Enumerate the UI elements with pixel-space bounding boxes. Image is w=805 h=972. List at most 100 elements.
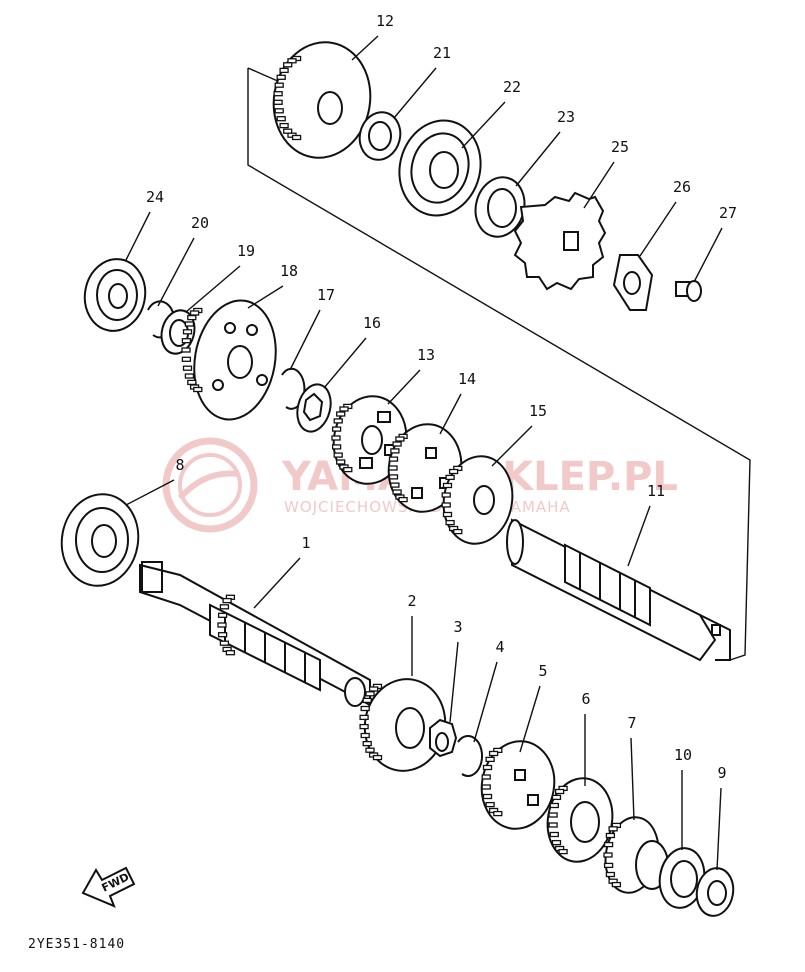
- gear-tooth: [395, 436, 405, 442]
- leader-line-bearing-8: [125, 479, 175, 506]
- gear-tooth: [336, 411, 346, 417]
- gear-tooth: [603, 841, 614, 848]
- callout-gear-14: 14: [439, 370, 476, 435]
- gear-tooth: [182, 365, 193, 371]
- gear-tooth: [608, 826, 618, 832]
- gear-tooth: [273, 99, 283, 105]
- part-number-label: 10: [674, 746, 692, 764]
- gear-tooth: [274, 108, 284, 114]
- part-number-label: 1: [301, 534, 310, 552]
- gear-tooth: [551, 794, 562, 801]
- washer-16: [296, 383, 332, 433]
- leader-line-gear-14: [439, 393, 462, 435]
- leader-line-gear-13: [387, 369, 421, 405]
- gear-tooth: [392, 489, 402, 495]
- callout-gear-12: 12: [351, 12, 394, 61]
- gear-tooth: [390, 448, 400, 454]
- part-number-label: 18: [280, 262, 298, 280]
- gear-tooth: [279, 67, 289, 74]
- callout-drive-axle: 11: [627, 482, 665, 567]
- gear-tooth: [362, 740, 372, 747]
- gear-tooth: [276, 116, 286, 122]
- leader-line-bearing-22: [461, 101, 506, 149]
- gear-tooth: [488, 750, 499, 757]
- gear-tooth: [554, 788, 565, 795]
- gear-tooth: [365, 691, 375, 697]
- gear-tooth: [548, 812, 558, 818]
- leader-line-gear-12: [351, 35, 379, 61]
- part-number-label: 12: [376, 12, 394, 30]
- callout-bearing-22: 22: [461, 78, 521, 149]
- gear-tooth: [485, 756, 495, 763]
- part-number-label: 11: [647, 482, 665, 500]
- gear-tooth: [398, 496, 408, 503]
- gear-tooth: [189, 310, 200, 316]
- gear-15: [441, 455, 514, 545]
- leader-line-drive-sprocket-25: [583, 161, 615, 209]
- gear-12: [272, 41, 372, 159]
- part-number-label: 5: [538, 662, 547, 680]
- gear-teeth: [331, 403, 353, 473]
- leader-line-gear-18: [247, 285, 284, 309]
- gear-tooth: [549, 831, 559, 838]
- leader-line-washer-19: [185, 265, 241, 313]
- gear-teeth: [603, 822, 622, 888]
- leader-line-gear-15: [491, 425, 533, 467]
- callout-oil-seal-23: 23: [515, 108, 575, 187]
- gear-tooth: [453, 528, 463, 535]
- gear-teeth: [481, 747, 503, 817]
- circlip-4: [457, 734, 484, 777]
- part-number-label: 15: [529, 402, 547, 420]
- bolt-27: [675, 280, 702, 302]
- gear-tooth: [331, 435, 341, 441]
- gear-tooth: [181, 356, 192, 362]
- gear-tooth: [558, 848, 568, 855]
- gear-tooth: [481, 774, 491, 780]
- gear-tooth: [442, 482, 453, 489]
- gear-tooth: [182, 329, 193, 335]
- gear-tooth: [219, 640, 230, 646]
- callout-drive-sprocket-25: 25: [583, 138, 629, 209]
- part-labels: 1234567891011121314151617181920212223242…: [125, 12, 737, 871]
- leader-line-bolt-27: [693, 227, 723, 283]
- gear-tooth: [388, 456, 399, 462]
- gear-tooth: [217, 612, 228, 618]
- callout-washer-19: 19: [185, 242, 255, 313]
- part-number-label: 20: [191, 214, 209, 232]
- gear-teeth: [181, 307, 203, 393]
- part-number-label: 13: [417, 346, 435, 364]
- gear-tooth: [360, 732, 370, 739]
- gear-tooth: [611, 881, 622, 888]
- gear-tooth: [362, 697, 372, 704]
- gear-tooth: [184, 373, 195, 379]
- part-number-label: 16: [363, 314, 381, 332]
- leader-line-circlip-4: [473, 661, 498, 743]
- callout-circlip-17: 17: [289, 286, 335, 371]
- part-number-label: 19: [237, 242, 255, 260]
- gear-tooth: [217, 632, 228, 638]
- part-number-label: 27: [719, 204, 737, 222]
- gear-tooth: [181, 338, 192, 344]
- washer-3: [429, 718, 458, 758]
- gear-tooth: [388, 465, 398, 471]
- gear-tooth: [193, 386, 203, 393]
- gear-tooth: [219, 604, 230, 610]
- gear-tooth: [549, 802, 559, 809]
- leader-line-drive-axle: [627, 505, 651, 567]
- leader-line-washer-9: [716, 787, 722, 871]
- gear-tooth: [359, 723, 369, 730]
- gear-tooth: [441, 492, 451, 498]
- part-number-label: 24: [146, 188, 164, 206]
- drive-sprocket-25: [513, 191, 607, 291]
- watermark-logo: [162, 437, 258, 533]
- part-number-label: 21: [433, 44, 451, 62]
- gear-tooth: [187, 314, 197, 321]
- gear-tooth: [276, 74, 286, 80]
- callout-bearing-8: 8: [125, 456, 185, 506]
- gear-tooth: [331, 426, 342, 432]
- gear-tooth: [493, 810, 503, 817]
- part-number-label: 2: [407, 592, 416, 610]
- gear-tooth: [273, 91, 283, 97]
- gear-tooth: [222, 597, 232, 604]
